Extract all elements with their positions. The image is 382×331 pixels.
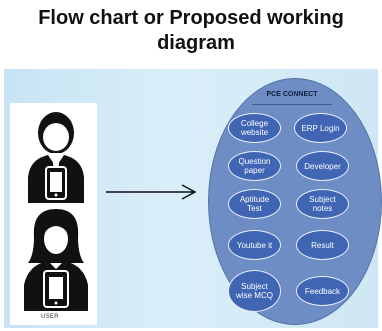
- title-line-1: Flow chart or Proposed working: [38, 7, 344, 29]
- title-line-2: diagram: [157, 32, 235, 54]
- module-feedback: Feedback: [296, 276, 349, 306]
- module-aptitude-test: Aptitude Test: [228, 189, 281, 219]
- module-youtube-it: Youtube it: [228, 230, 281, 260]
- arrow-right-icon: [106, 184, 197, 200]
- diagram-title: Flow chart or Proposed working diagram: [0, 6, 382, 56]
- module-subject-notes: Subject notes: [296, 189, 349, 219]
- user-label: USER: [41, 314, 59, 320]
- system-title: PCE CONNECT: [266, 91, 318, 98]
- module-erp-login: ERP Login: [294, 113, 347, 143]
- module-developer: Developer: [296, 151, 349, 181]
- module-subject-wise-mcq: Subject wise MCQ: [228, 270, 281, 312]
- male-user-with-phone-icon: [24, 107, 88, 203]
- module-result: Result: [296, 230, 349, 260]
- module-college-website: College website: [228, 113, 281, 143]
- female-user-with-phone-icon: [22, 207, 90, 311]
- module-question-paper: Question paper: [228, 151, 281, 181]
- title-divider: [252, 104, 332, 105]
